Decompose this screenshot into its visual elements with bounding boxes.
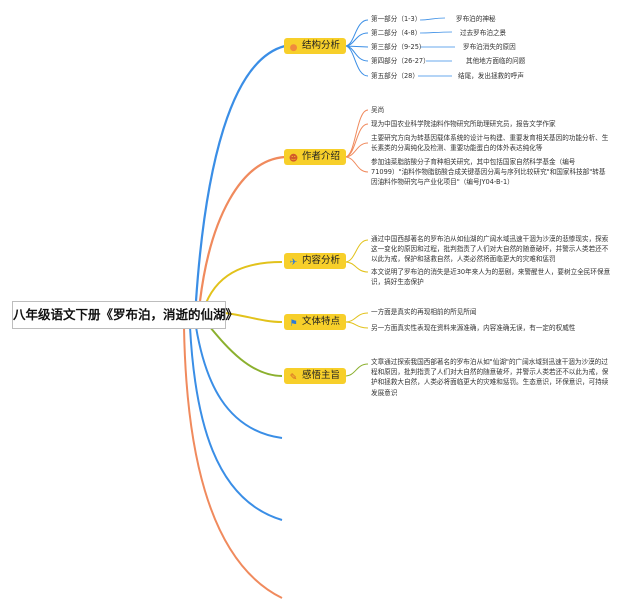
branch-link-content (205, 261, 283, 304)
structure-desc-4[interactable]: 其他地方面临的问题 (466, 57, 526, 65)
branch-structure[interactable]: ● 结构分析 (284, 38, 347, 54)
author-research[interactable]: 主要研究方向为转基因载体系统的设计与构建、重要发育相关基因的功能分析、生长素类的… (371, 134, 609, 153)
structure-part-2[interactable]: 第二部分（4-8） (371, 29, 422, 37)
branch-link-theme (209, 326, 283, 377)
structure-desc-5[interactable]: 结尾，发出拯救的呼声 (458, 72, 524, 80)
structure-bracket (344, 19, 369, 77)
branch-theme[interactable]: ✎ 感悟主旨 (284, 368, 347, 384)
author-bracket (344, 109, 369, 173)
flag-icon: ⚑ (289, 319, 298, 329)
person-icon: ☻ (288, 154, 299, 164)
extra-link-2 (189, 326, 283, 521)
theme-bracket (344, 363, 369, 377)
author-position[interactable]: 现为中国农业科学院油料作物研究所助理研究员，报告文学作家 (371, 120, 556, 128)
branch-label: 结构分析 (302, 40, 341, 51)
style-point-2[interactable]: 另一方面真实性表现在资料来源准确，内容准确无误，有一定的权威性 (371, 324, 576, 332)
structure-desc-2[interactable]: 过去罗布泊之景 (460, 29, 507, 37)
theme-summary[interactable]: 文章通过探索我国西部著名的罗布泊从如"仙湖"的广阔水域到迅速干涸为沙漠的过程和原… (371, 358, 609, 397)
content-purpose[interactable]: 本文说明了罗布泊的消失是近30年来人为的恶剧，来警醒世人，要树立全民环保意识，搞… (371, 268, 611, 287)
structure-part-4[interactable]: 第四部分（26-27） (371, 57, 430, 65)
orange-dot-icon: ● (289, 43, 298, 53)
content-bracket (344, 239, 369, 273)
extra-link-1 (195, 326, 283, 439)
content-summary[interactable]: 通过中国西部著名的罗布泊从如仙湖的广阔水域迅速干涸为沙漠的悲惨现实，探索这一变化… (371, 235, 609, 264)
structure-desc-3[interactable]: 罗布泊消失的原因 (463, 43, 516, 51)
author-projects[interactable]: 参加油菜脂肪酸分子育种相关研究，其中包括国家自然科学基金（编号71099）"油料… (371, 158, 606, 187)
branch-author[interactable]: ☻作者介绍 (284, 149, 347, 165)
branch-content[interactable]: ✈ 内容分析 (284, 253, 347, 269)
extra-link-3 (183, 326, 283, 599)
branch-link-structure (194, 44, 286, 302)
structure-part-3[interactable]: 第三部分（9-25） (371, 43, 426, 51)
root-topic[interactable]: 八年级语文下册《罗布泊，消逝的仙湖》 (12, 301, 238, 329)
structure-desc-1[interactable]: 罗布泊的神秘 (456, 15, 496, 23)
author-name[interactable]: 吴尚 (371, 106, 385, 114)
branch-label: 感悟主旨 (302, 370, 341, 381)
branch-label: 内容分析 (302, 255, 341, 266)
structure-part-5[interactable]: 第五部分（28） (371, 72, 419, 80)
branch-label: 作者介绍 (302, 151, 341, 162)
branch-style[interactable]: ⚑ 文体特点 (284, 314, 347, 330)
style-point-1[interactable]: 一方面是真实的再现相前的所见所闻 (371, 308, 477, 316)
branch-link-style (223, 312, 283, 323)
branch-label: 文体特点 (302, 316, 341, 327)
structure-connectors (417, 17, 455, 77)
plane-icon: ✈ (289, 258, 298, 268)
branch-link-author (198, 155, 286, 302)
structure-part-1[interactable]: 第一部分（1-3） (371, 15, 422, 23)
pencil-icon: ✎ (289, 373, 298, 383)
style-bracket (344, 312, 369, 329)
